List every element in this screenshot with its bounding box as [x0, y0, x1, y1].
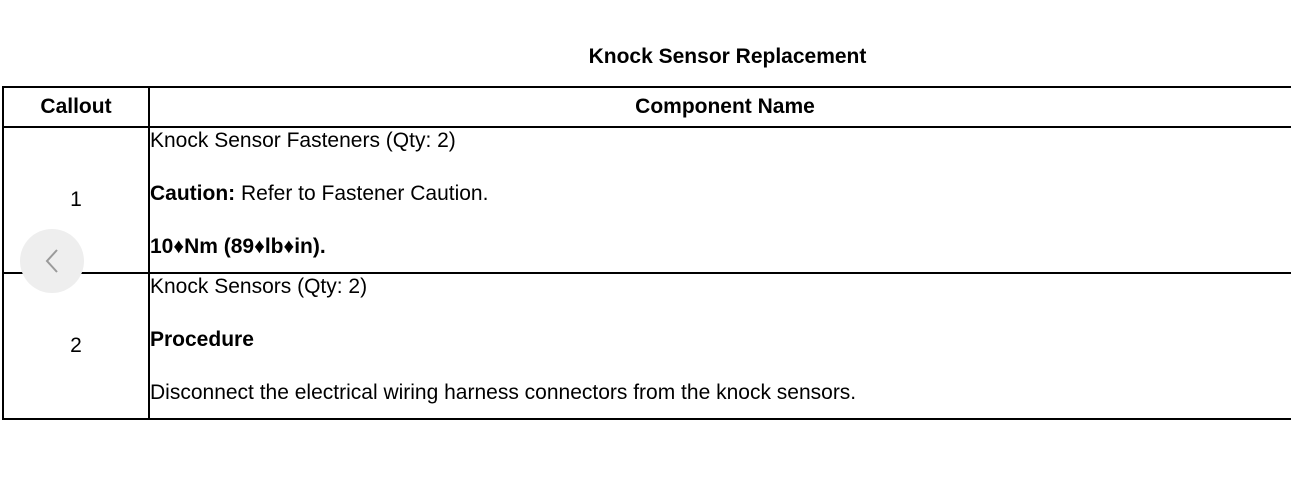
procedure-text: Disconnect the electrical wiring harness… [150, 381, 857, 404]
table-row: 1 Knock Sensor Fasteners (Qty: 2) Cautio… [2, 126, 1291, 274]
column-header-callout: Callout [2, 86, 150, 128]
column-header-component-name: Component Name [148, 86, 1291, 128]
callout-number: 2 [2, 272, 150, 420]
table-header-row: Callout Component Name [2, 86, 1291, 128]
component-cell: Knock Sensor Fasteners (Qty: 2) Caution:… [148, 126, 1291, 274]
page-title: Knock Sensor Replacement [588, 45, 867, 68]
component-cell: Knock Sensors (Qty: 2) Procedure Disconn… [148, 272, 1291, 420]
caution-line: Caution: Refer to Fastener Caution. [150, 181, 1291, 207]
previous-page-button[interactable] [20, 229, 84, 293]
table-row: 2 Knock Sensors (Qty: 2) Procedure Disco… [2, 272, 1291, 420]
component-name: Knock Sensor Fasteners (Qty: 2) [150, 129, 456, 152]
torque-spec: 10♦Nm (89♦lb♦in). [150, 235, 326, 258]
component-name: Knock Sensors (Qty: 2) [150, 275, 368, 298]
component-table: Callout Component Name 1 Knock Sensor Fa… [2, 86, 1291, 420]
procedure-label: Procedure [150, 328, 254, 351]
chevron-left-icon [43, 246, 61, 276]
caution-label: Caution: [150, 182, 236, 205]
caution-text: Refer to Fastener Caution. [235, 182, 489, 205]
